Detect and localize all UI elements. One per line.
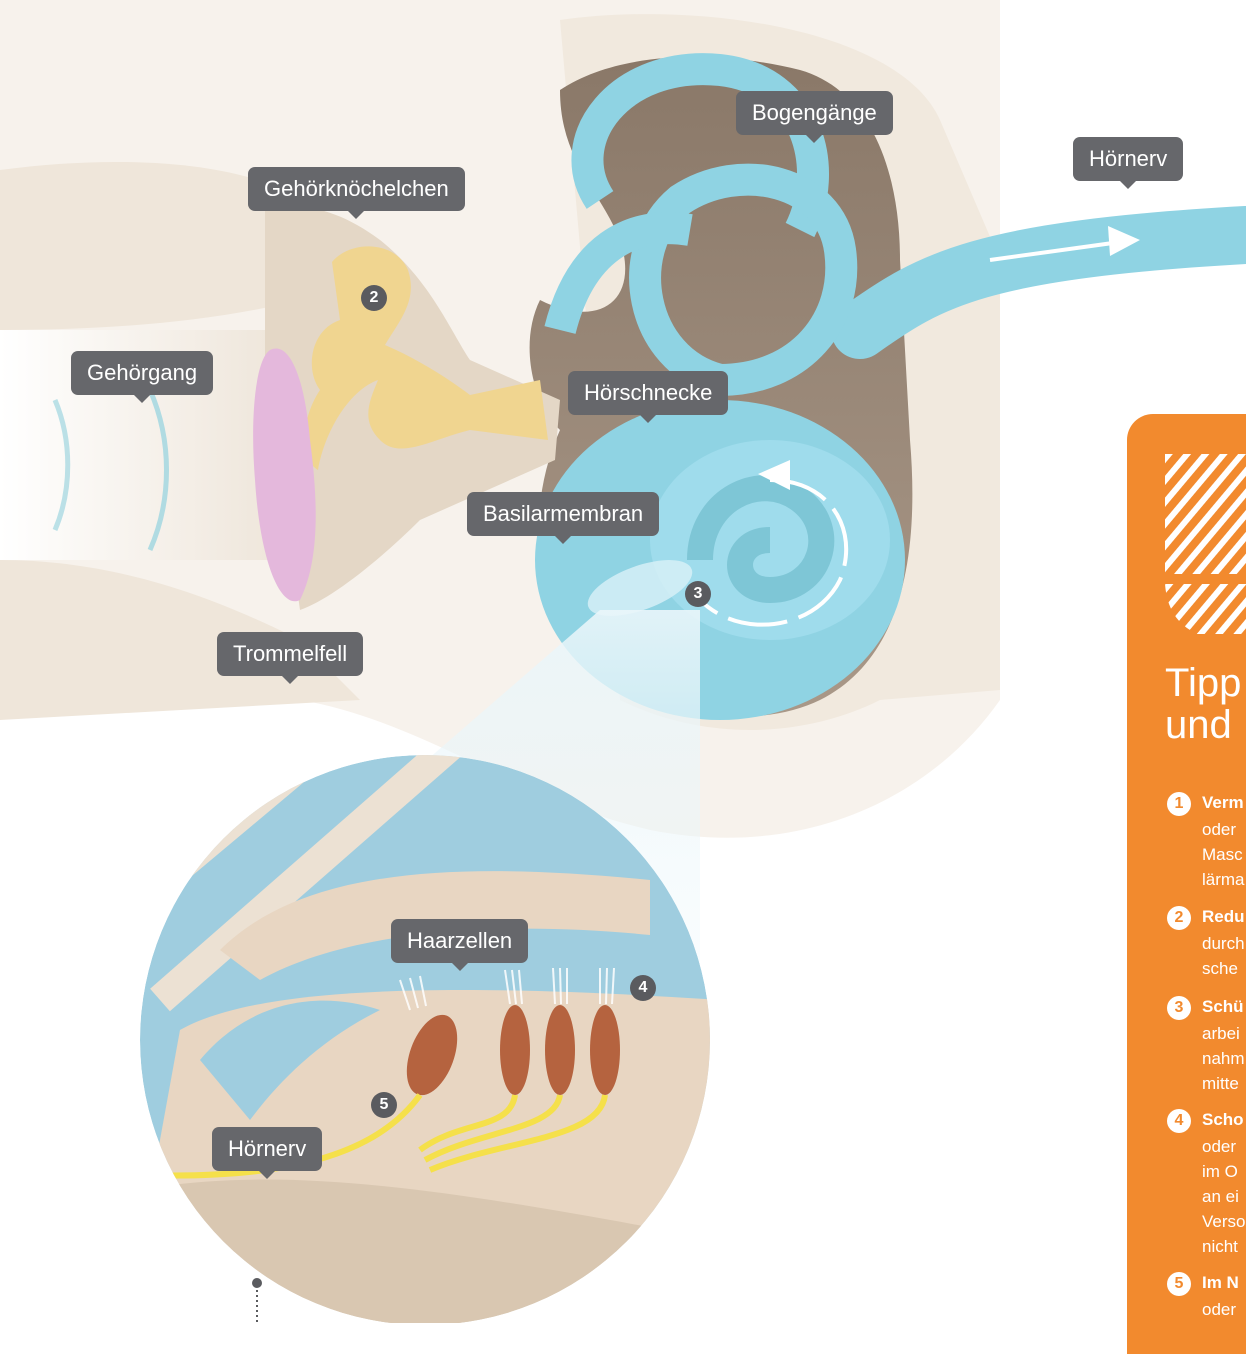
label-trommelfell: Trommelfell bbox=[217, 632, 363, 676]
tip-heading: Verm bbox=[1202, 793, 1244, 813]
marker-5: 5 bbox=[371, 1092, 397, 1118]
tip-text-line: nicht bbox=[1202, 1234, 1245, 1259]
tip-number: 3 bbox=[1167, 996, 1191, 1020]
tip-text-line: im O bbox=[1202, 1159, 1245, 1184]
hatched-numeral-graphic bbox=[1127, 434, 1246, 654]
tip-text-line: Masc bbox=[1202, 842, 1245, 867]
tip-number: 1 bbox=[1167, 792, 1191, 816]
label-gehoerknoechelchen: Gehörknöchelchen bbox=[248, 167, 465, 211]
label-haarzellen: Haarzellen bbox=[391, 919, 528, 963]
label-basilarmembran: Basilarmembran bbox=[467, 492, 659, 536]
pointer-line bbox=[252, 1278, 262, 1323]
tip-text-line: mitte bbox=[1202, 1071, 1245, 1096]
tip-heading: Redu bbox=[1202, 907, 1245, 927]
tip-number: 2 bbox=[1167, 906, 1191, 930]
tip-text-line: Verso bbox=[1202, 1209, 1245, 1234]
label-gehoergang: Gehörgang bbox=[71, 351, 213, 395]
tip-text-line: oder bbox=[1202, 817, 1245, 842]
marker-3: 3 bbox=[685, 581, 711, 607]
tip-heading: Scho bbox=[1202, 1110, 1244, 1130]
label-bogengaenge: Bogengänge bbox=[736, 91, 893, 135]
label-hoerschnecke: Hörschnecke bbox=[568, 371, 728, 415]
tip-number: 4 bbox=[1167, 1109, 1191, 1133]
ear-anatomy-illustration bbox=[0, 0, 1246, 1323]
tips-panel: Tipp und 1 Verm oder Masc lärma 2 Redu d… bbox=[1127, 414, 1246, 1354]
marker-4: 4 bbox=[630, 975, 656, 1001]
tip-text-line: durch bbox=[1202, 931, 1245, 956]
tip-text-line: oder bbox=[1202, 1134, 1245, 1159]
tip-text-line: arbei bbox=[1202, 1021, 1245, 1046]
tip-heading: Im N bbox=[1202, 1273, 1239, 1293]
tip-text-line: oder bbox=[1202, 1297, 1236, 1322]
tip-text-line: lärma bbox=[1202, 867, 1245, 892]
marker-2: 2 bbox=[361, 285, 387, 311]
tip-text-line: an ei bbox=[1202, 1184, 1245, 1209]
label-hoernerv-top: Hörnerv bbox=[1073, 137, 1183, 181]
tip-text-line: sche bbox=[1202, 956, 1245, 981]
tip-text-line: nahm bbox=[1202, 1046, 1245, 1071]
panel-title-line1: Tipp bbox=[1165, 662, 1241, 704]
label-hoernerv-zoom: Hörnerv bbox=[212, 1127, 322, 1171]
tip-number: 5 bbox=[1167, 1272, 1191, 1296]
tip-heading: Schü bbox=[1202, 997, 1244, 1017]
panel-title-line2: und bbox=[1165, 704, 1241, 746]
panel-title: Tipp und bbox=[1165, 662, 1241, 746]
